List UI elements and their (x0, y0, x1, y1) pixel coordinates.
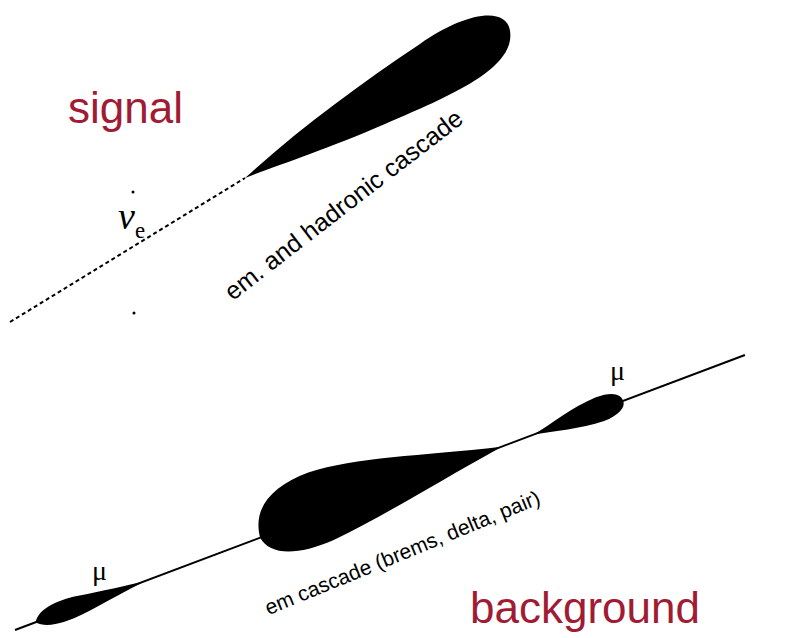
small-cascade (530, 389, 628, 446)
muon-track-group (0, 314, 755, 638)
dot (133, 312, 136, 315)
muon-label: μ (92, 556, 107, 587)
dot (132, 191, 135, 194)
background-title: background (470, 584, 700, 632)
em-cascade (245, 406, 512, 565)
neutrino-track (10, 178, 245, 322)
muon-label: μ (610, 356, 625, 387)
signal-title: signal (68, 84, 183, 132)
neutrino-symbol: νe (118, 196, 145, 243)
small-cascade (32, 570, 150, 632)
signal-cascade (245, 16, 510, 178)
